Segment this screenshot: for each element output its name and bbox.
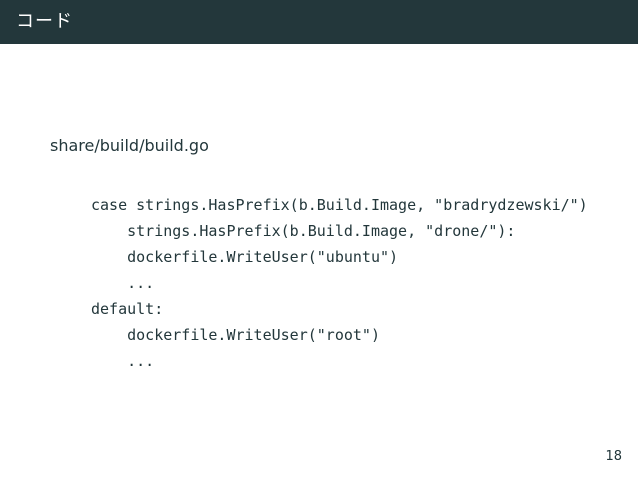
code-line: dockerfile.WriteUser("ubuntu") <box>91 248 399 266</box>
code-line: default: <box>91 300 164 318</box>
code-line: case strings.HasPrefix(b.Build.Image, "b… <box>91 196 588 214</box>
code-line: dockerfile.WriteUser("root") <box>91 326 380 344</box>
page-number: 18 <box>605 449 622 464</box>
file-path-label: share/build/build.go <box>50 136 209 155</box>
slide-title: コード <box>16 11 73 32</box>
code-line: ... <box>91 274 155 292</box>
code-line: ... <box>91 352 155 370</box>
code-line: strings.HasPrefix(b.Build.Image, "drone/… <box>91 222 516 240</box>
slide-header-bar: コード <box>0 0 638 44</box>
code-block: case strings.HasPrefix(b.Build.Image, "b… <box>91 192 638 374</box>
